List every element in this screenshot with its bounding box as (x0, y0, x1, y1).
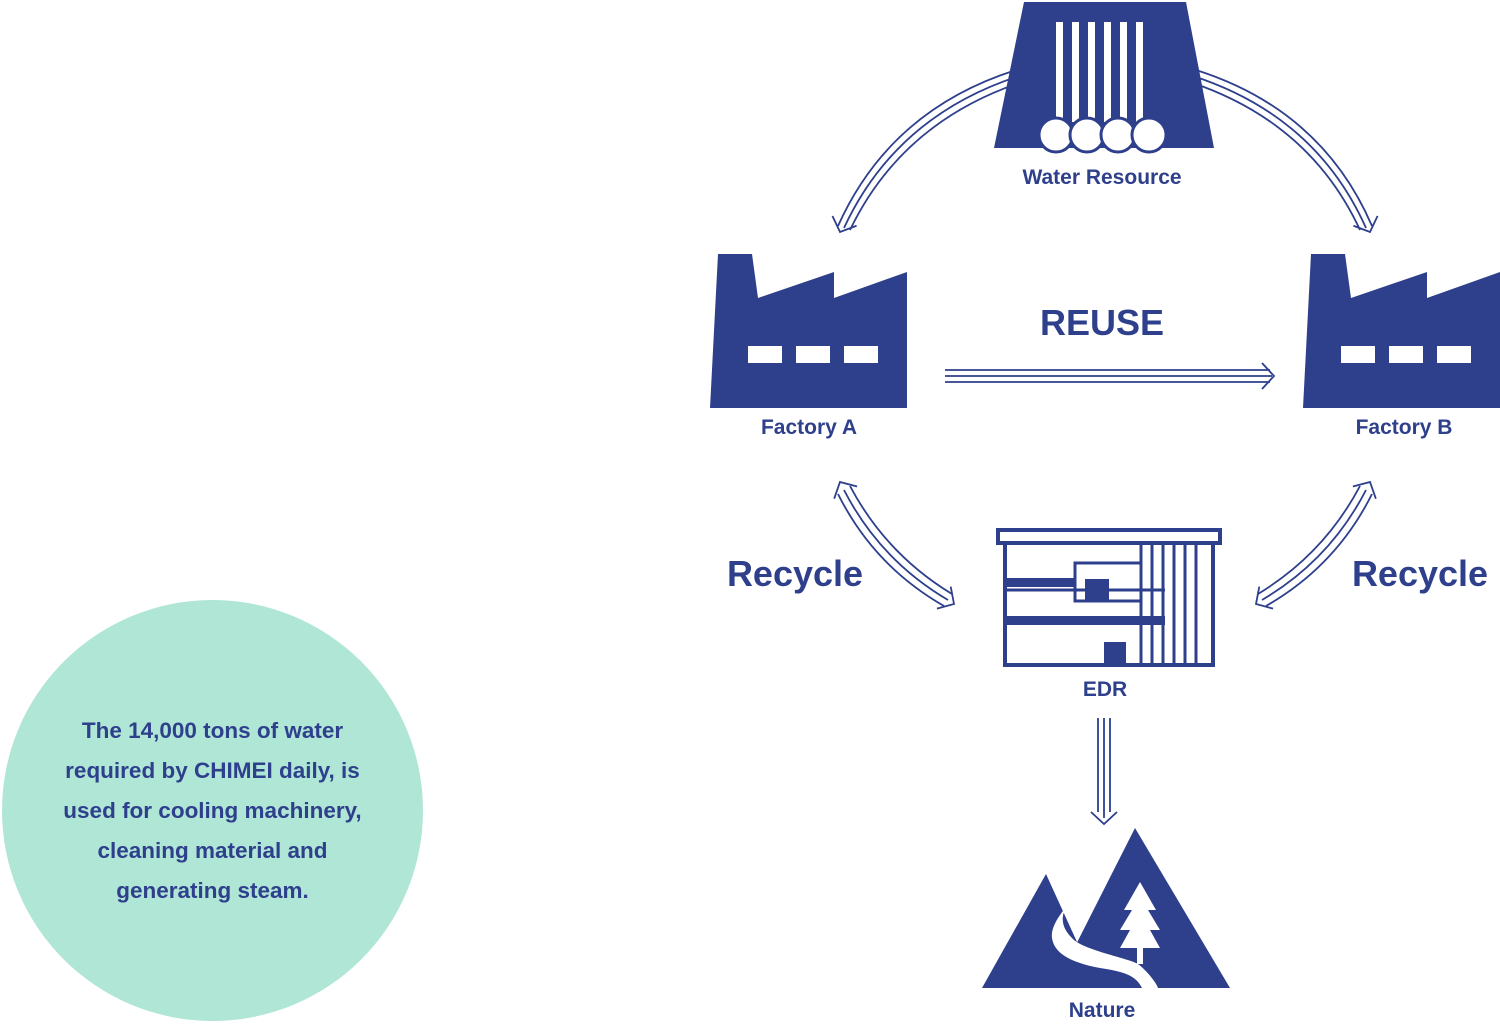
arrow-reuse (945, 362, 1275, 390)
arrow-water-to-factory-a (827, 69, 1023, 238)
info-circle: The 14,000 tons of water required by CHI… (2, 600, 423, 1021)
arrow-edr-to-nature (1090, 718, 1118, 825)
water-resource-label: Water Resource (1022, 166, 1182, 189)
recycle-left-label: Recycle (726, 553, 864, 594)
dam-icon (994, 2, 1214, 154)
arrow-water-to-factory-b (1189, 69, 1383, 238)
nature-icon (982, 828, 1230, 988)
edr-icon (996, 528, 1222, 667)
arrow-recycle-right (1248, 474, 1383, 616)
reuse-label: REUSE (1039, 302, 1165, 343)
nature-label: Nature (1068, 999, 1136, 1022)
factory-a-icon (710, 254, 907, 408)
recycle-right-label: Recycle (1351, 553, 1489, 594)
info-text: The 14,000 tons of water required by CHI… (63, 717, 362, 903)
arrow-recycle-left (827, 474, 962, 616)
edr-label: EDR (1082, 678, 1128, 701)
factory-b-label: Factory B (1355, 416, 1453, 439)
factory-b-icon (1303, 254, 1500, 408)
factory-a-label: Factory A (760, 416, 858, 439)
